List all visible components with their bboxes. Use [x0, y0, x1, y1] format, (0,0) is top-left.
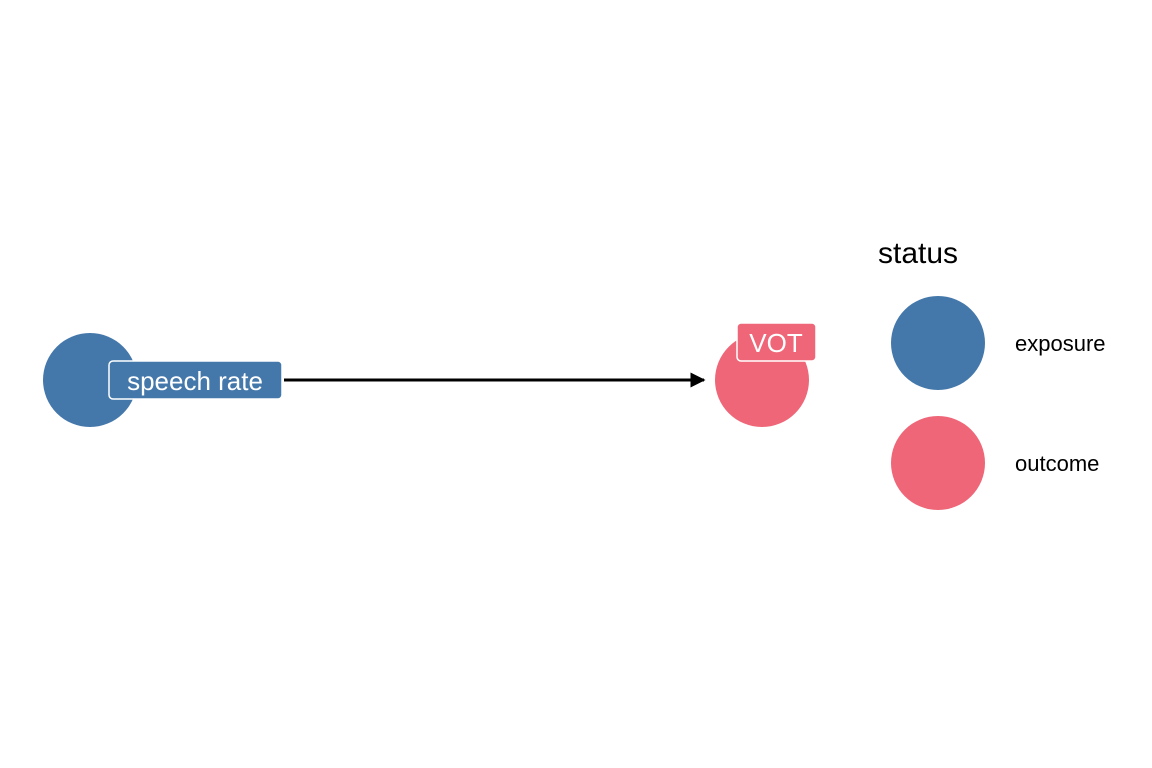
legend-item-outcome: outcome — [891, 416, 1099, 510]
legend-key-exposure — [891, 296, 985, 390]
node-label-box-vot — [736, 322, 817, 362]
legend-item-exposure: exposure — [891, 296, 1106, 390]
node-label-speech-rate: speech rate — [127, 366, 263, 396]
node-vot: VOT — [715, 322, 817, 427]
node-circle-speech-rate — [43, 333, 137, 427]
node-label-box-speech-rate — [108, 360, 283, 400]
node-label-vot: VOT — [749, 328, 803, 358]
node-speech-rate: speech rate — [43, 333, 283, 427]
legend-label-outcome: outcome — [1015, 451, 1099, 476]
legend: status exposure outcome — [878, 237, 1106, 510]
legend-key-outcome — [891, 416, 985, 510]
legend-label-exposure: exposure — [1015, 331, 1106, 356]
legend-title: status — [878, 237, 958, 270]
